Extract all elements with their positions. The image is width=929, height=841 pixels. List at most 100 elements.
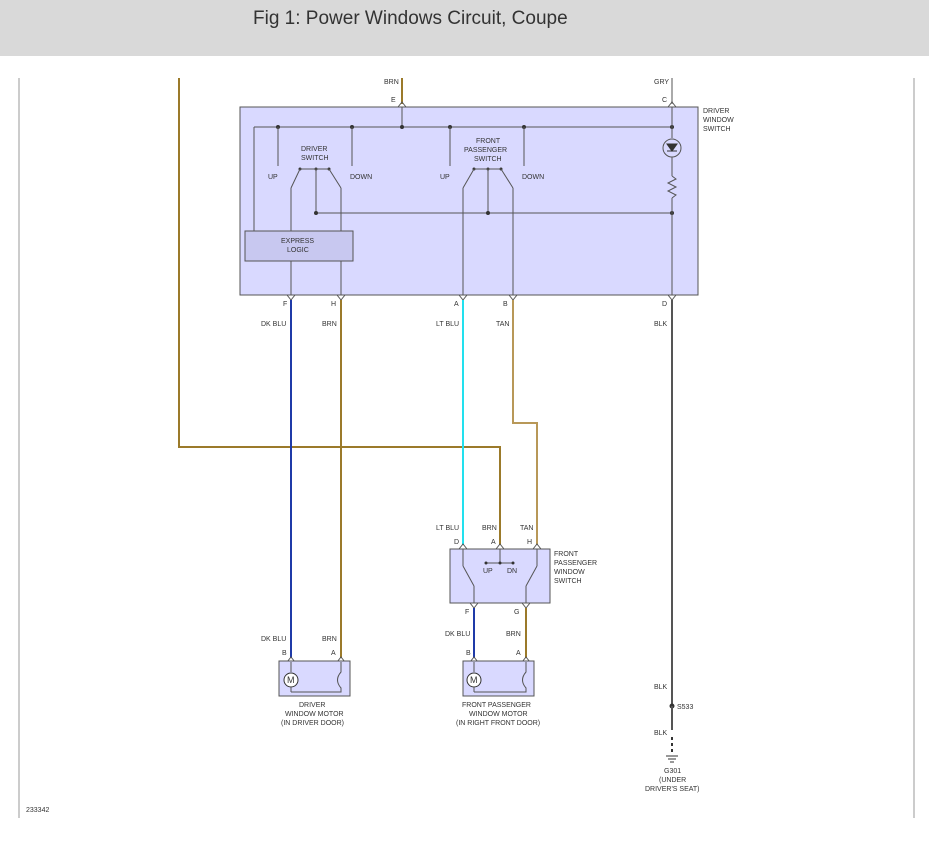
pin-b-label: B: [503, 301, 508, 308]
fpw-up-label: UP: [483, 568, 493, 575]
fps-label-2: PASSENGER: [464, 147, 507, 154]
drv-motor-symbol: M: [287, 675, 295, 685]
fp-motor-label-3: (IN RIGHT FRONT DOOR): [456, 720, 540, 727]
ground-label-2: (UNDER: [659, 777, 686, 784]
wire-label-blk: BLK: [654, 321, 668, 328]
drv-blade-right: [328, 168, 342, 189]
pin-b-connector: [508, 294, 518, 301]
fpw-contact: [498, 561, 502, 565]
pin-f-connector: [286, 294, 296, 301]
drv-motor-label-2: WINDOW MOTOR: [285, 711, 344, 718]
fps-label-3: SWITCH: [474, 156, 502, 163]
resistor-icon: [666, 175, 678, 199]
fpw-title-3: WINDOW: [554, 569, 585, 576]
blk-label-upper: BLK: [654, 684, 668, 691]
ground-bus-dot: [314, 211, 318, 215]
fps-blade-right: [500, 168, 514, 189]
fpw-top-label-lt-blu: LT BLU: [436, 525, 459, 532]
tan-wire: [512, 300, 538, 545]
pin-h-connector: [336, 294, 346, 301]
driver-switch-label-1: DRIVER: [301, 146, 327, 153]
fpw-title-4: SWITCH: [554, 578, 582, 585]
fpw-pin-f-connector: [469, 602, 479, 609]
drv-motor-wire-dk-blu: DK BLU: [261, 636, 286, 643]
ground-label-1: G301: [664, 768, 681, 775]
pin-d-connector: [667, 294, 677, 301]
figure-header: Fig 1: Power Windows Circuit, Coupe: [0, 0, 929, 56]
ground-label-3: DRIVER'S SEAT): [645, 786, 700, 793]
wire-label-brn: BRN: [322, 321, 337, 328]
pin-e-connector: [397, 101, 407, 108]
express-logic-label-1: EXPRESS: [281, 238, 314, 245]
fp-motor-wire-brn: BRN: [506, 631, 521, 638]
drv-motor-label-3: (IN DRIVER DOOR): [281, 720, 344, 727]
wiring-diagram: DRIVER WINDOW SWITCH BRN E GRY C DRIVER …: [0, 56, 929, 836]
brn-top-label: BRN: [384, 79, 399, 86]
pin-a-label: A: [454, 301, 459, 308]
led-diode-icon: [666, 143, 678, 152]
figure-title: Fig 1: Power Windows Circuit, Coupe: [253, 8, 568, 29]
pin-c-connector: [667, 101, 677, 108]
brn-wire-power: [178, 78, 501, 545]
wire-label-dk-blu: DK BLU: [261, 321, 286, 328]
fpw-top-label-tan: TAN: [520, 525, 533, 532]
fp-motor-pin-a-connector: [521, 656, 531, 663]
fpw-pin-d-label: D: [454, 539, 459, 546]
fpw-title-1: FRONT: [554, 551, 579, 558]
fpw-dn-label: DN: [507, 568, 517, 575]
wire-label-lt-blu: LT BLU: [436, 321, 459, 328]
driver-window-switch-box: [239, 106, 699, 296]
fp-motor-breaker-icon: [474, 662, 527, 693]
fpw-pin-h-label: H: [527, 539, 532, 546]
fpw-pin-h-connector: [532, 543, 542, 550]
fpw-pin-g-connector: [521, 602, 531, 609]
fpw-pin-f-label: F: [465, 609, 469, 616]
drv-motor-pin-a-connector: [336, 656, 346, 663]
figure-number: 233342: [26, 807, 49, 814]
dws-title-2: WINDOW: [703, 117, 734, 124]
drv-motor-pin-b: B: [282, 650, 287, 657]
pin-e-label: E: [391, 97, 396, 104]
drv-motor-breaker-icon: [291, 662, 342, 693]
fpw-pin-a-label: A: [491, 539, 496, 546]
wire-label-tan: TAN: [496, 321, 509, 328]
fpw-pin-g-label: G: [514, 609, 519, 616]
fp-motor-symbol: M: [470, 675, 478, 685]
pin-h-label: H: [331, 301, 336, 308]
splice-label: S533: [677, 704, 693, 711]
fp-motor-label-1: FRONT PASSENGER: [462, 702, 531, 709]
drv-motor-wire-brn: BRN: [322, 636, 337, 643]
drv-down-label: DOWN: [350, 174, 372, 181]
fpw-title-2: PASSENGER: [554, 560, 597, 567]
driver-switch-label-2: SWITCH: [301, 155, 329, 162]
fpw-contact: [484, 561, 488, 565]
ground-icon: [666, 755, 678, 763]
fpw-blade-left: [462, 565, 475, 587]
fp-motor-wire-dk-blu: DK BLU: [445, 631, 470, 638]
pin-d-label: D: [662, 301, 667, 308]
express-logic-box: [244, 230, 354, 262]
fp-motor-label-2: WINDOW MOTOR: [469, 711, 528, 718]
drv-motor-pin-b-connector: [286, 656, 296, 663]
pin-f-label: F: [283, 301, 287, 308]
fps-up-label: UP: [440, 174, 450, 181]
fp-motor-pin-a: A: [516, 650, 521, 657]
drv-up-label: UP: [268, 174, 278, 181]
fpw-blade-right: [525, 565, 538, 587]
express-logic-label-2: LOGIC: [287, 247, 309, 254]
fps-down-label: DOWN: [522, 174, 544, 181]
dws-title-3: SWITCH: [703, 126, 731, 133]
drv-motor-pin-a: A: [331, 650, 336, 657]
ground-bus-dot: [486, 211, 490, 215]
pin-a-connector: [458, 294, 468, 301]
fps-blade-left: [462, 168, 475, 189]
bus-dot: [400, 125, 404, 129]
fp-window-switch-box: [449, 548, 551, 604]
fpw-pin-d-connector: [458, 543, 468, 550]
fpw-contact: [511, 561, 515, 565]
fpw-pin-a-connector: [495, 543, 505, 550]
fps-label-1: FRONT: [476, 138, 501, 145]
fpw-top-label-brn: BRN: [482, 525, 497, 532]
wiring-diagram-svg: DRIVER WINDOW SWITCH BRN E GRY C DRIVER …: [18, 78, 915, 818]
blk-label-lower: BLK: [654, 730, 668, 737]
